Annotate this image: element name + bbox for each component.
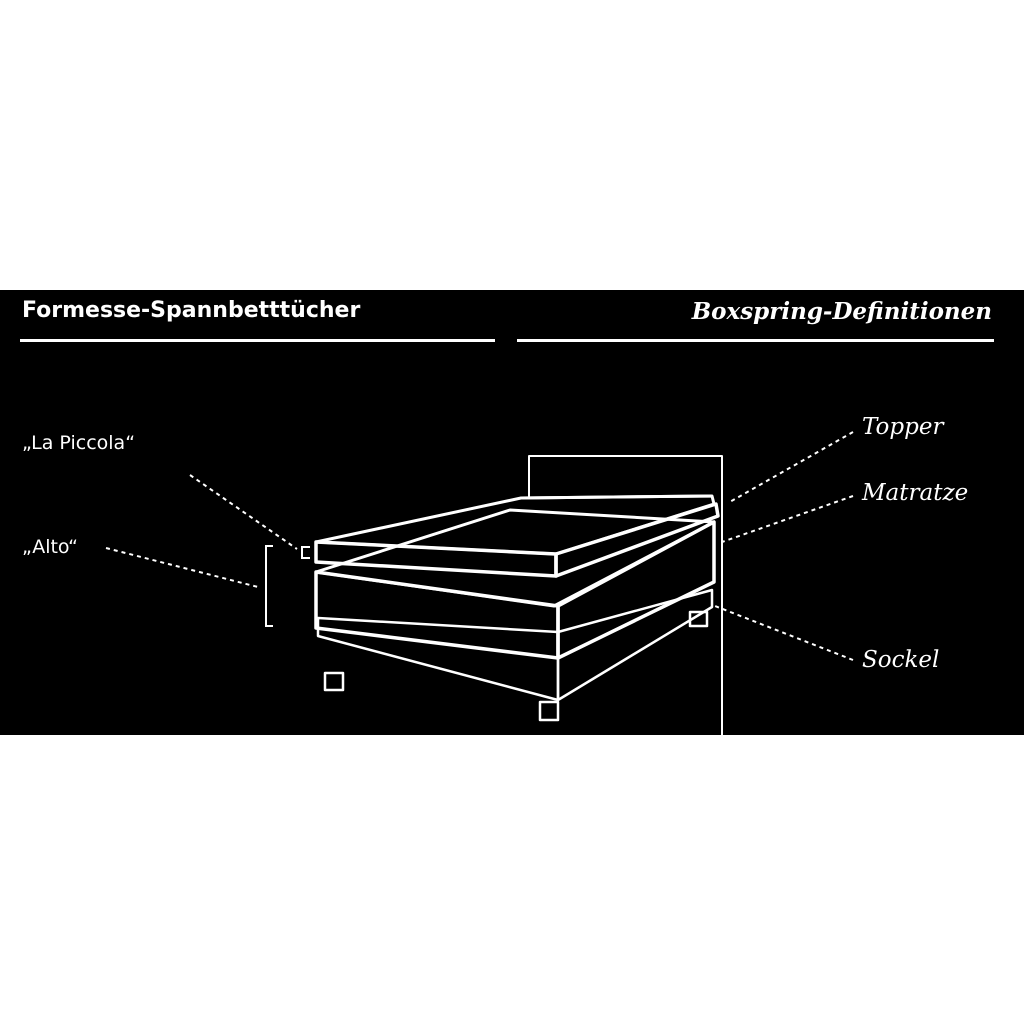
la-piccola-leader [189,474,298,550]
label-alto: „Alto“ [22,536,79,558]
label-topper: Topper [862,414,944,440]
right-title: Boxspring-Definitionen [691,298,992,325]
base-front [316,616,560,702]
topper-back-edge [520,494,713,500]
label-la-piccola: „La Piccola“ [22,432,136,454]
sockel-leader [714,605,854,661]
label-matratze: Matratze [862,480,969,506]
topper-side [554,502,720,578]
leg-front-right [538,700,560,722]
left-title: Formesse-Spannbetttücher [22,298,361,323]
diagram-panel: Formesse-Spannbetttücher Boxspring-Defin… [0,290,1024,735]
label-sockel: Sockel [862,647,940,673]
headboard [528,455,723,735]
right-title-underline [517,339,994,342]
leg-front-left [323,671,345,692]
alto-leader [105,547,259,588]
bed-illustration [105,431,854,735]
leg-back-right [688,610,709,628]
la-piccola-bracket [301,546,310,559]
alto-bracket [265,545,273,627]
left-title-underline [20,339,495,342]
mattress-side [556,520,716,660]
topper-leader [727,431,854,504]
matratze-leader [721,495,854,543]
